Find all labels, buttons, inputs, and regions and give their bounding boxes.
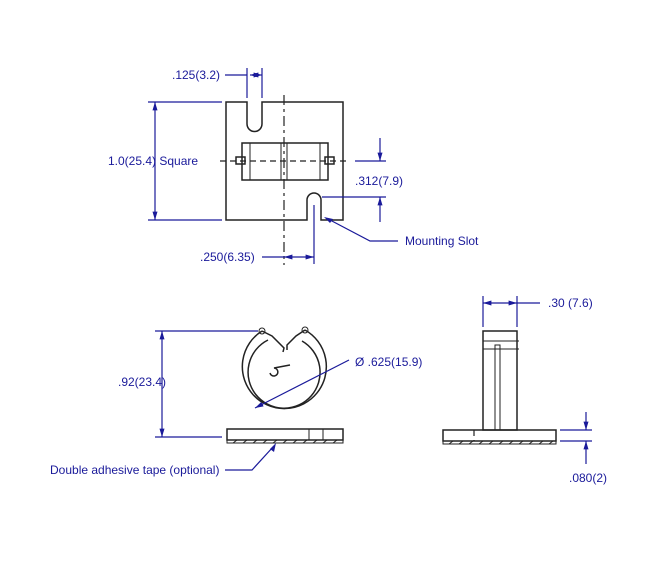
tape-label: Double adhesive tape (optional) xyxy=(50,463,219,477)
base-thickness-label: .080(2) xyxy=(569,471,607,485)
mounting-slot-callout: Mounting Slot xyxy=(324,217,479,248)
top-view xyxy=(220,95,350,265)
mounting-slot-label: Mounting Slot xyxy=(405,234,479,248)
dimension-slot-horizontal: .250(6.35) xyxy=(200,205,315,264)
side-view xyxy=(442,330,557,445)
diameter-label: Ø .625(15.9) xyxy=(355,355,422,369)
width-label: .30 (7.6) xyxy=(548,296,593,310)
dimension-width: .30 (7.6) xyxy=(482,296,593,327)
dimension-slot-width: .125(3.2) xyxy=(172,68,263,98)
dimension-height: .92(23.4) xyxy=(118,330,258,438)
square-size-label: 1.0(25.4) Square xyxy=(108,154,198,168)
front-view-clip xyxy=(226,326,344,444)
height-label: .92(23.4) xyxy=(118,375,166,389)
slot-width-label: .125(3.2) xyxy=(172,68,220,82)
dimension-slot-vertical: .312(7.9) xyxy=(322,138,403,222)
dimension-base-thickness: .080(2) xyxy=(560,412,607,485)
dimension-diameter: Ø .625(15.9) xyxy=(254,355,422,409)
slot-horizontal-label: .250(6.35) xyxy=(200,250,255,264)
dimension-square: 1.0(25.4) Square xyxy=(108,101,222,221)
slot-vertical-label: .312(7.9) xyxy=(355,174,403,188)
tape-callout: Double adhesive tape (optional) xyxy=(50,443,276,477)
